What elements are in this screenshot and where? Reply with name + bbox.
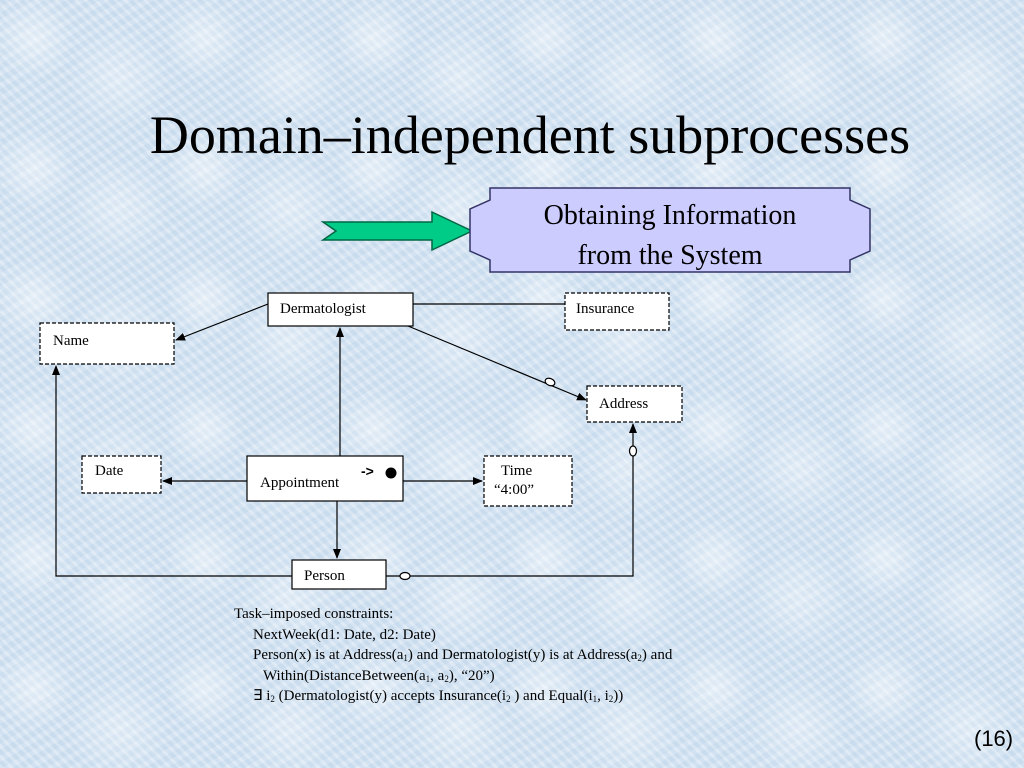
callout-text: Obtaining Information from the System — [492, 196, 848, 276]
dermatologist-to-name-edge — [175, 303, 269, 341]
appointment-box — [246, 455, 404, 502]
insurance-label: Insurance — [576, 301, 635, 317]
person-address-optional-marker-right — [628, 445, 638, 457]
appointment-marker-dot — [385, 467, 397, 479]
date-label: Date — [95, 463, 124, 479]
constraint-nextweek: NextWeek(d1: Date, d2: Date) — [253, 626, 436, 643]
dermatologist-address-optional-marker — [544, 377, 556, 387]
callout-line-2: from the System — [577, 240, 763, 271]
person-to-name-edge — [52, 365, 292, 577]
person-address-optional-marker-left — [399, 571, 411, 581]
address-label: Address — [599, 396, 649, 412]
dermatologist-label: Dermatologist — [280, 301, 366, 317]
dermatologist-to-address-edge — [407, 325, 587, 401]
constraint-within: Within(DistanceBetween(a1, a2), “20”) — [263, 667, 495, 684]
time-box — [483, 455, 573, 507]
name-box — [39, 322, 175, 365]
dermatologist-box — [267, 292, 414, 327]
green-arrow-icon — [320, 210, 474, 252]
time-value-label: “4:00” — [494, 482, 534, 498]
insurance-box — [564, 292, 670, 331]
address-box — [586, 385, 683, 423]
slide-title: Domain–independent subprocesses — [149, 105, 911, 165]
appointment-marker: -> — [361, 463, 374, 479]
date-box — [81, 455, 162, 494]
name-label: Name — [53, 333, 89, 349]
page-number: (16) — [974, 726, 1014, 751]
person-label: Person — [304, 568, 345, 584]
constraint-address: Person(x) is at Address(a1) and Dermatol… — [253, 647, 673, 663]
time-label: Time — [501, 463, 533, 479]
appointment-label: Appointment — [260, 475, 340, 491]
constraints-heading: Task–imposed constraints: — [234, 606, 394, 622]
person-box — [291, 559, 387, 590]
constraint-insurance: ∃ i2 (Dermatologist(y) accepts Insurance… — [253, 688, 624, 704]
person-to-address-edge — [386, 423, 637, 577]
callout-shape — [469, 187, 871, 273]
constraints-block: Task–imposed constraints: NextWeek(d1: D… — [234, 604, 672, 707]
callout-line-1: Obtaining Information — [543, 200, 797, 231]
